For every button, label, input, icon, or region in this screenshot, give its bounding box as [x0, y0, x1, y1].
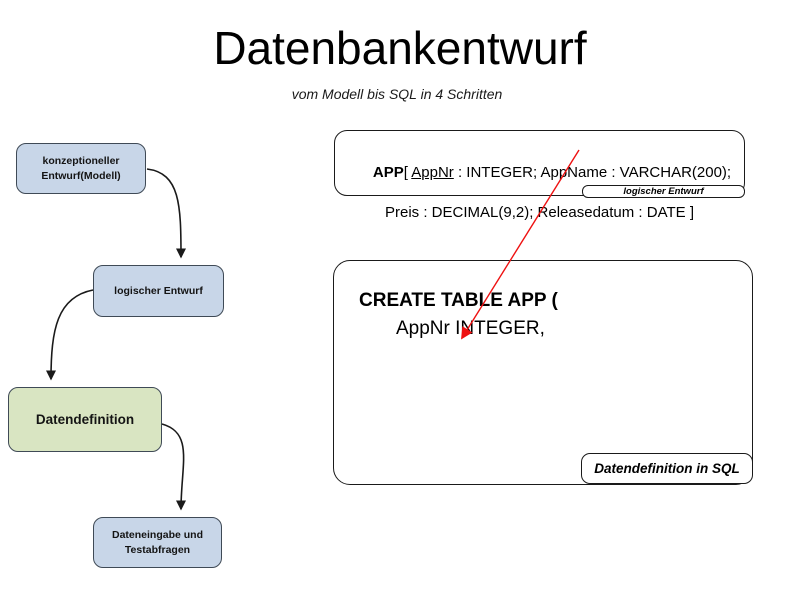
flow-step-label-line: Dateneingabe und	[111, 528, 203, 541]
flow-step-dateneingabe: Dateneingabe und Testabfragen	[93, 517, 222, 568]
flow-step-logischer-entwurf: logischer Entwurf	[93, 265, 224, 317]
sql-definition-box: CREATE TABLE APP ( AppNr INTEGER,	[333, 260, 753, 485]
flow-step-label-line: Testabfragen	[124, 543, 191, 556]
flow-step-label-line: konzeptioneller	[42, 154, 120, 167]
page-title: Datenbankentwurf	[213, 22, 587, 74]
sql-code-text: CREATE TABLE APP ( AppNr INTEGER,	[359, 287, 558, 343]
flow-arrow-step2-step3	[46, 289, 94, 381]
flow-step-konzeptioneller-entwurf: konzeptioneller Entwurf(Modell)	[16, 143, 146, 194]
flow-arrow-step3-step4	[161, 423, 187, 511]
schema-attributes-line2: Preis : DECIMAL(9,2); Releasedatum : DAT…	[385, 204, 694, 221]
flow-step-label-line: logischer Entwurf	[114, 284, 203, 297]
flow-arrow-step1-step2	[146, 168, 186, 259]
flow-step-datendefinition: Datendefinition	[8, 387, 162, 452]
primary-key-attribute: AppNr	[411, 164, 454, 181]
schema-bracket: [	[403, 164, 412, 181]
page-subtitle: vom Modell bis SQL in 4 Schritten	[291, 86, 503, 102]
sql-create-table-line: CREATE TABLE APP (	[359, 290, 558, 311]
relation-name: APP	[372, 164, 404, 181]
sql-definition-tab-label: Datendefinition in SQL	[581, 453, 753, 484]
logical-design-tab-label: logischer Entwurf	[582, 185, 745, 198]
sql-column-line: AppNr INTEGER,	[396, 318, 545, 339]
schema-attributes-line1: : INTEGER; AppName : VARCHAR(200);	[453, 164, 732, 181]
flow-step-label-line: Entwurf(Modell)	[41, 169, 121, 182]
flow-step-label-line: Datendefinition	[35, 412, 135, 427]
